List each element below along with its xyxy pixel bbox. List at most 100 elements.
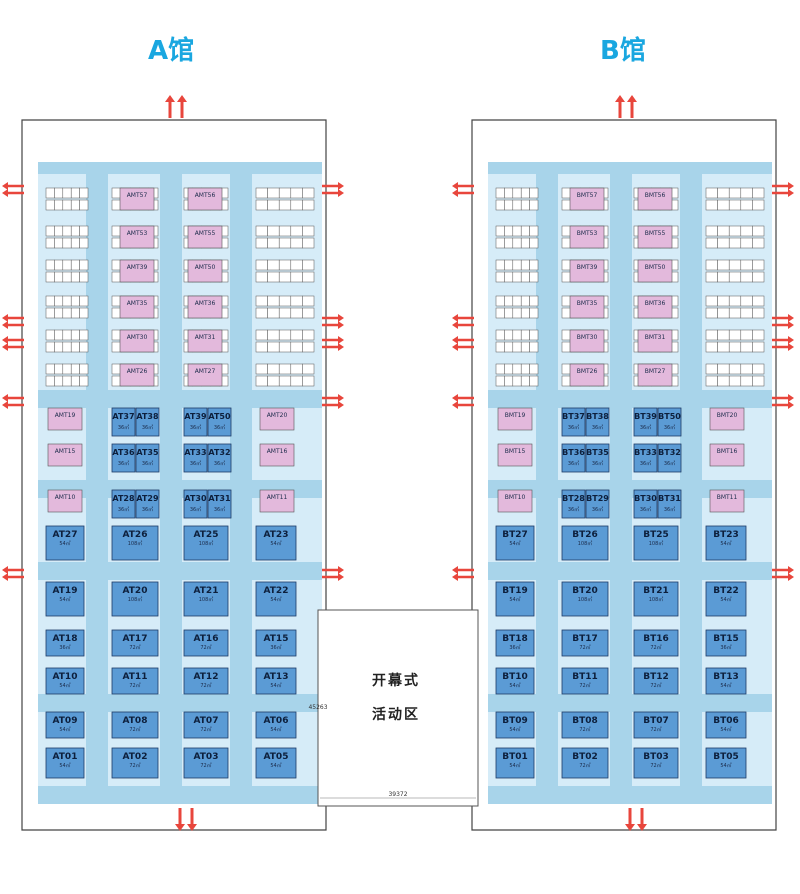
hall-b-horizontal-aisle [488,390,772,408]
hall-a-booth [255,667,297,695]
hall-a-bottom-exit-arrow-head [187,824,197,831]
hall-b-special-booth [637,329,673,353]
hall-a-special-booth [119,259,155,283]
hall-a-booth-label: AT22 [264,586,289,596]
hall-a-small-booth [79,259,89,271]
hall-a-small-booth [54,187,64,199]
hall-b-booth [657,407,682,437]
hall-b-small-booth [752,237,765,249]
hall-b-small-booth [512,271,522,283]
hall-b-small-booth [512,307,522,319]
hall-a-small-booth [267,225,280,237]
hall-a-small-booth [267,375,280,387]
hall-a-small-booth [45,341,55,353]
hall-b-small-booth [717,271,730,283]
hall-a-booth-label: AT05 [264,752,289,762]
hall-b-left-exit-arrow-head [452,321,458,329]
hall-a-booth-size: 54㎡ [270,682,281,689]
hall-a-booth-label: AT19 [53,586,78,596]
hall-a-small-booth [255,375,268,387]
hall-b-small-booth [705,363,718,375]
hall-b-right-exit-arrow-head [788,321,794,329]
hall-a-booth-size: 54㎡ [270,726,281,733]
hall-b-booth-label: BT05 [713,752,739,762]
hall-a-small-booth [302,225,315,237]
hall-b-right-exit-arrow-head [788,189,794,197]
hall-b-booth-size: 54㎡ [720,596,731,603]
hall-a-small-booth [79,199,89,211]
hall-b-left-exit-arrow-head [452,189,458,197]
hall-a-small-booth [45,363,55,375]
hall-a-booth [183,407,208,437]
hall-a-special-booth [259,407,295,431]
hall-b-booth [561,407,586,437]
hall-a-title: A馆 [148,36,195,66]
hall-b-bottom-exit-arrow-head [625,824,635,831]
hall-a-special-booth-label: AMT15 [55,448,76,455]
hall-a-small-booth [79,295,89,307]
hall-a-booth-label: AT35 [136,448,159,457]
hall-a-booth [255,747,297,779]
hall-a-small-booth [278,237,292,249]
hall-b-small-booth [520,237,530,249]
hall-a-booth-label: AT02 [123,752,148,762]
hall-a-small-booth [54,375,64,387]
hall-a-small-booth [79,237,89,249]
hall-a-special-booth [47,407,83,431]
hall-a-small-booth [302,237,315,249]
hall-a-left-exit-arrow-head [2,394,8,402]
hall-a-special-booth [119,225,155,249]
hall-a-small-booth [267,363,280,375]
hall-b-special-booth-label: BMT39 [577,264,598,271]
hall-b-special-booth-label: BMT19 [505,412,526,419]
hall-a-booth [45,581,85,617]
hall-b-booth-size: 72㎡ [579,644,590,651]
hall-b-booth-size: 54㎡ [509,596,520,603]
hall-b-small-booth [504,341,514,353]
hall-b-booth-size: 54㎡ [720,726,731,733]
hall-a-small-booth [70,237,80,249]
hall-b-booth [705,747,747,779]
hall-a-booth-label: AT12 [194,672,219,682]
hall-a-small-booth [54,199,64,211]
hall-b-booth [705,629,747,657]
hall-a-small-booth [79,375,89,387]
hall-b-small-booth [529,271,539,283]
hall-a-special-booth [187,295,223,319]
hall-a-booth-label: AT16 [194,634,219,644]
hall-a-small-booth [255,225,268,237]
hall-a-small-booth [79,307,89,319]
hall-a-booth-label: AT50 [208,412,231,421]
hall-b-left-exit-arrow-head [452,343,458,351]
hall-b-small-booth [529,225,539,237]
hall-a-small-booth [62,295,72,307]
hall-b-booth-label: BT11 [572,672,598,682]
hall-a-small-booth [45,271,55,283]
hall-b-horizontal-aisle [488,562,772,580]
hall-b-small-booth [728,271,742,283]
hall-b-small-booth [705,375,718,387]
hall-b-small-booth [529,237,539,249]
hall-b-small-booth [705,307,718,319]
hall-b-booth [495,525,535,561]
hall-b-small-booth [529,375,539,387]
hall-b-small-booth [512,237,522,249]
hall-a-special-booth [119,295,155,319]
hall-a-small-booth [70,225,80,237]
hall-b-booth-label: BT09 [502,716,528,726]
hall-a-booth-label: AT36 [112,448,135,457]
hall-b-booth-label: BT33 [634,448,657,457]
hall-b-special-booth [637,363,673,387]
hall-b-left-exit-arrow-head [452,314,458,322]
hall-a-small-booth [278,329,292,341]
dim-vertical-label: 45263 [308,704,327,711]
hall-a-left-exit-arrow-head [2,343,8,351]
hall-b-small-booth [728,237,742,249]
opening-area-label-1: 开幕式 [372,673,420,689]
hall-b-booth-size: 108㎡ [649,596,664,603]
hall-a-special-booth [259,443,295,467]
hall-a-small-booth [62,375,72,387]
hall-a-small-booth [54,363,64,375]
hall-a-left-exit-arrow-head [2,566,8,574]
opening-area-label-2: 活动区 [372,707,420,723]
